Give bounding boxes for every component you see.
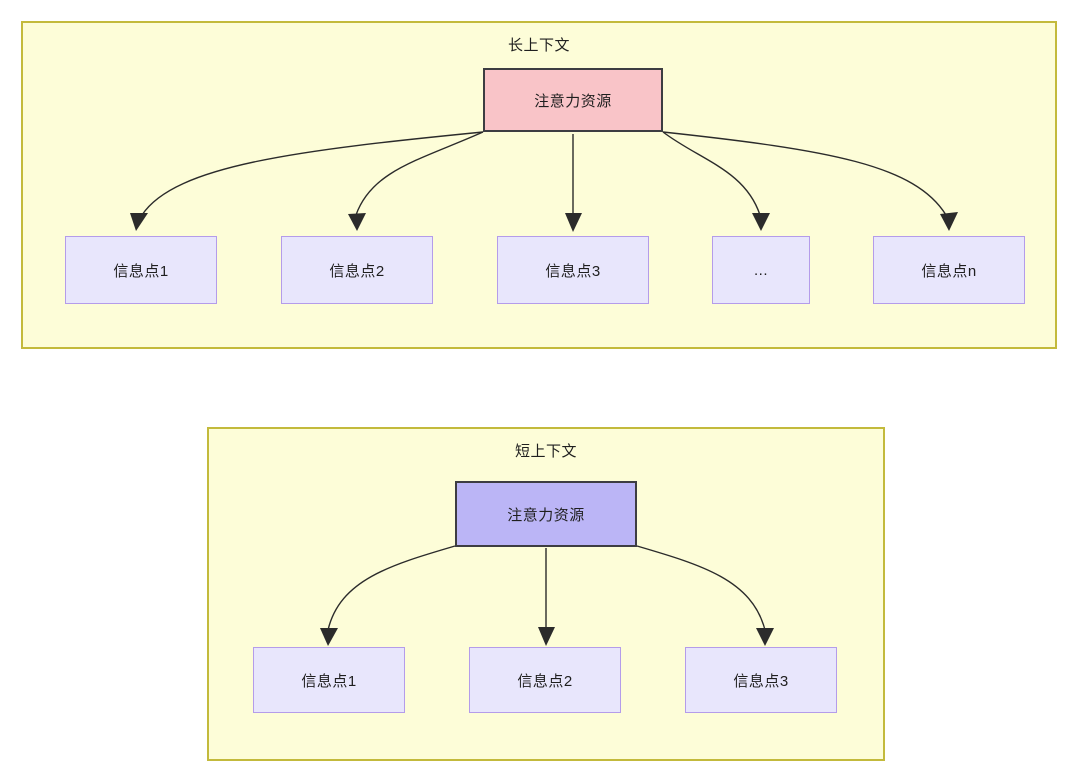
node-info-point-3-long[interactable]: 信息点3 (497, 236, 649, 304)
node-info-point-1-short[interactable]: 信息点1 (253, 647, 405, 713)
panel-long-context-title: 长上下文 (507, 37, 570, 54)
node-info-point-ellipsis-long[interactable]: ... (712, 236, 810, 304)
panel-short-context-title: 短上下文 (514, 443, 577, 460)
node-attention-resource-long[interactable]: 注意力资源 (483, 68, 663, 132)
node-info-point-n-long[interactable]: 信息点n (873, 236, 1025, 304)
node-info-point-2-long[interactable]: 信息点2 (281, 236, 433, 304)
node-info-point-3-short[interactable]: 信息点3 (685, 647, 837, 713)
node-info-point-2-short[interactable]: 信息点2 (469, 647, 621, 713)
node-attention-resource-short[interactable]: 注意力资源 (455, 481, 637, 547)
node-info-point-1-long[interactable]: 信息点1 (65, 236, 217, 304)
